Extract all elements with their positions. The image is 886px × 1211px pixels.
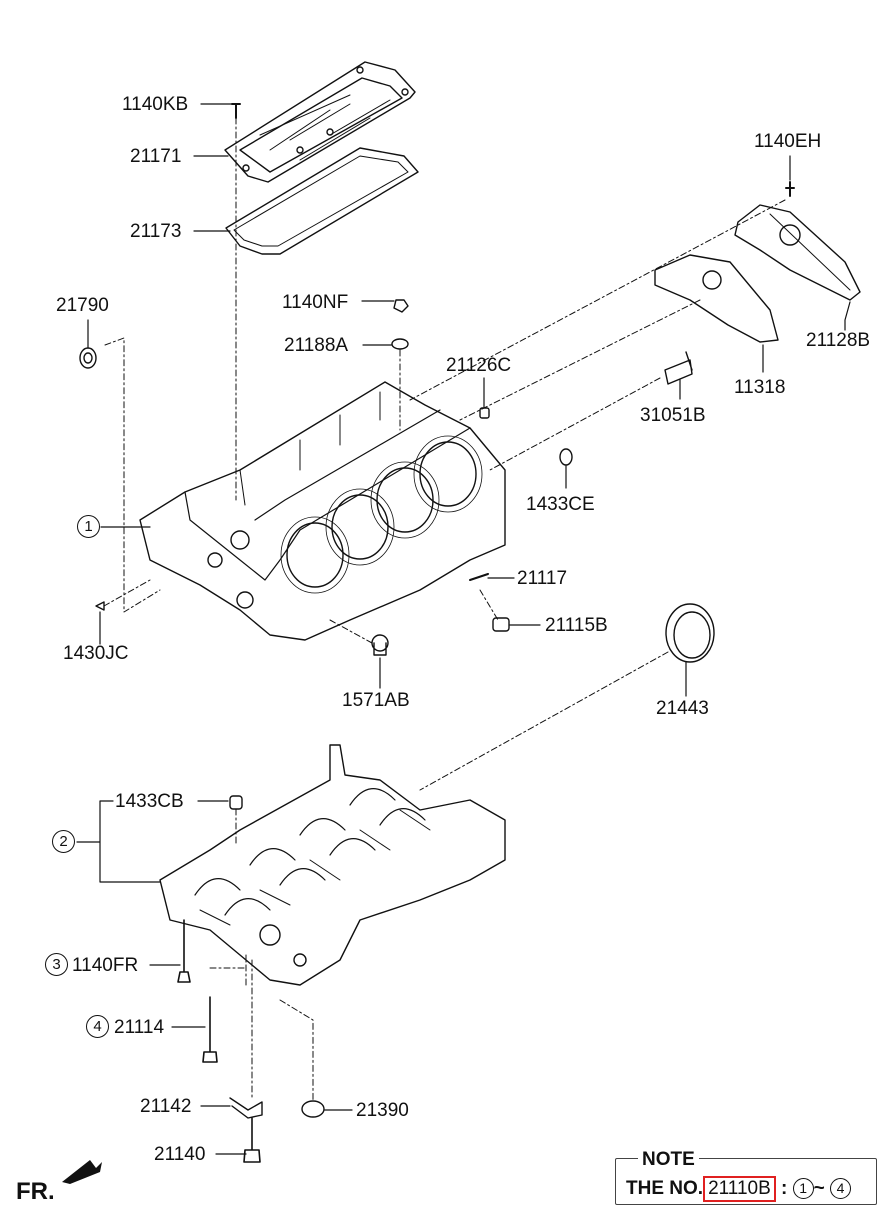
note-prefix: THE NO. [626, 1178, 704, 1199]
callout-21128B: 21128B [806, 330, 871, 351]
callout-21173: 21173 [130, 221, 182, 242]
callout-11318: 11318 [734, 377, 786, 398]
callout-31051B: 31051B [640, 405, 706, 426]
note-tilde: ~ [813, 1178, 825, 1199]
upper-block [139, 381, 506, 641]
callout-21390: 21390 [356, 1100, 409, 1121]
note-box [615, 1158, 877, 1205]
callout-1140FR: 1140FR [72, 955, 139, 976]
callout-21188A: 21188A [284, 335, 349, 356]
note-text: THE NO.21110B : 1~ 4 [626, 1176, 852, 1202]
callout-21443: 21443 [656, 698, 709, 719]
circled-number-2: 2 [52, 830, 75, 853]
callout-21142: 21142 [140, 1096, 192, 1117]
front-direction-label: FR. [16, 1178, 55, 1205]
callout-21171: 21171 [130, 146, 182, 167]
note-title: NOTE [638, 1149, 699, 1171]
callout-1140KB: 1140KB [122, 94, 189, 115]
callout-21117: 21117 [517, 568, 568, 589]
callout-21114: 21114 [114, 1017, 165, 1038]
callout-1140NF: 1140NF [282, 292, 349, 313]
upper-cover-plate [224, 61, 416, 183]
callout-1571AB: 1571AB [342, 690, 410, 711]
timing-cover [734, 204, 861, 301]
callout-21126C: 21126C [446, 355, 512, 376]
callout-1140EH: 1140EH [754, 131, 822, 152]
timing-cover-gasket [654, 254, 779, 343]
note-range-end: 4 [830, 1178, 852, 1200]
callout-21140: 21140 [154, 1144, 206, 1165]
callout-1433CE: 1433CE [526, 494, 595, 515]
note-range-start: 1 [792, 1178, 814, 1200]
cover-gasket [225, 147, 419, 255]
callout-1430JC: 1430JC [63, 643, 129, 664]
callout-21790: 21790 [56, 295, 109, 316]
note-separator: : [781, 1178, 788, 1199]
note-part-number: 21110B [703, 1176, 776, 1202]
rear-oil-seal [665, 603, 715, 663]
circled-number-3: 3 [45, 953, 68, 976]
callout-21115B: 21115B [545, 615, 608, 636]
lower-crankcase [159, 744, 506, 986]
circled-number-4: 4 [86, 1015, 109, 1038]
circled-number-1: 1 [77, 515, 100, 538]
callout-1433CB: 1433CB [115, 791, 184, 812]
